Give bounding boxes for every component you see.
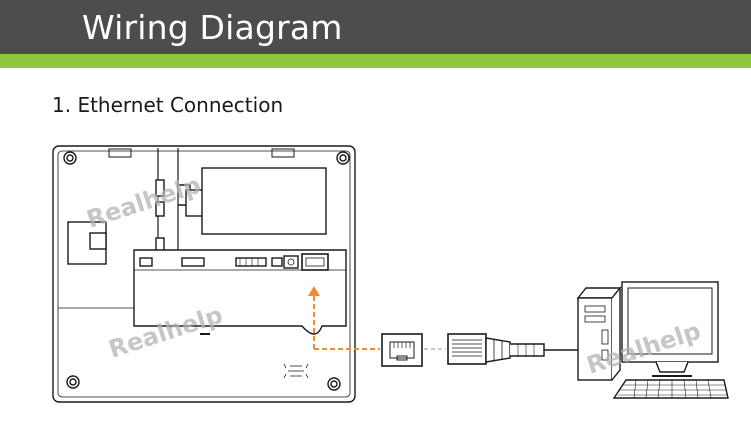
header-bar: Wiring Diagram: [0, 0, 751, 54]
page-title: Wiring Diagram: [82, 8, 343, 47]
rj45-plug-icon: [447, 333, 578, 365]
device-back-panel-icon: [52, 145, 356, 403]
accent-bar: [0, 54, 751, 68]
connection-arrow: [308, 286, 380, 350]
desktop-computer-icon: [576, 281, 719, 381]
keyboard-icon: [612, 379, 729, 399]
rj45-port-icon: [381, 333, 423, 367]
section-title: 1. Ethernet Connection: [52, 93, 284, 117]
wiring-diagram: Realhelp Realhelp Realhelp: [52, 145, 729, 403]
